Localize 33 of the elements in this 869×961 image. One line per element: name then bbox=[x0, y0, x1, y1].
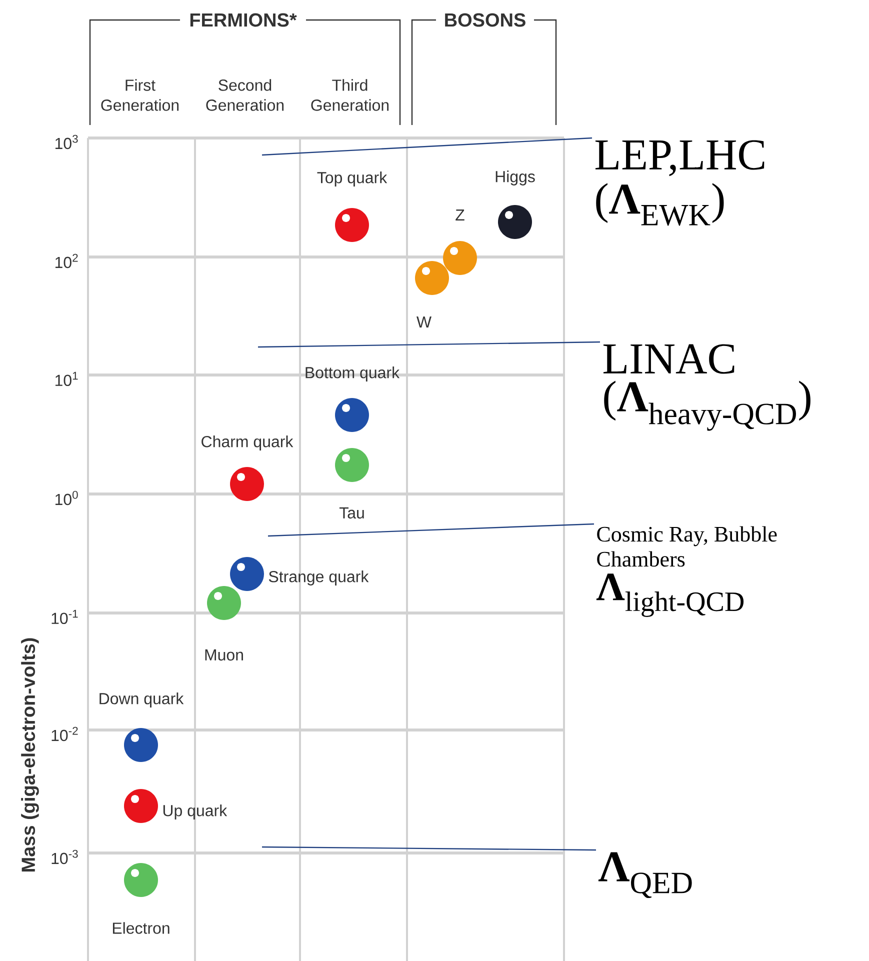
tick-label: 10$^{2}$ bbox=[56, 254, 78, 268]
leader-line bbox=[262, 846, 596, 851]
particle-label: Muon bbox=[205, 649, 243, 661]
tick-label: 10$^{-3}$ bbox=[52, 850, 78, 864]
scale-label: LINAC (Λ$_{heavy-QCD}$) bbox=[603, 344, 810, 431]
particle-label: Strange quark bbox=[268, 570, 369, 586]
tick-label: 10$^{3}$ bbox=[56, 134, 78, 150]
particle-label: W bbox=[416, 316, 432, 328]
particle-label: Higgs bbox=[496, 170, 535, 186]
leader-line bbox=[258, 341, 600, 348]
particle-label: Down quark bbox=[100, 692, 184, 708]
group-heading: BOSONS bbox=[445, 13, 526, 27]
column-heading: First Generation bbox=[101, 79, 179, 111]
tick-label: 10$^{-2}$ bbox=[52, 726, 78, 742]
particle-label: Bottom quark bbox=[306, 366, 400, 382]
tick-label: 10$^{-1}$ bbox=[52, 610, 78, 624]
scale-label: Cosmic Ray, Bubble Chambers Λ$_{light-QCD}$ bbox=[596, 526, 777, 617]
scale-label: LEP,LHC (Λ$_{EWK}$) bbox=[595, 140, 764, 226]
particle-label: Z bbox=[456, 210, 464, 220]
scale-label: Λ$_{QED}$ bbox=[598, 852, 692, 898]
particle-label: Electron bbox=[112, 922, 170, 934]
leader-line bbox=[268, 523, 594, 537]
tick-label: 10$^{0}$ bbox=[56, 490, 78, 506]
particle-label: Tau bbox=[339, 507, 364, 519]
leader-line bbox=[262, 137, 592, 156]
column-heading: Third Generation bbox=[311, 79, 389, 111]
particle-label: Top quark bbox=[317, 172, 388, 186]
column-heading: Second Generation bbox=[206, 79, 284, 111]
group-heading: FERMIONS* bbox=[190, 13, 297, 27]
particle-label: Up quark bbox=[163, 804, 228, 820]
tick-label: 10$^{1}$ bbox=[56, 372, 78, 386]
particle-label: Charm quark bbox=[202, 436, 294, 450]
axis-title: Mass (giga-electron-volts) bbox=[21, 638, 39, 872]
